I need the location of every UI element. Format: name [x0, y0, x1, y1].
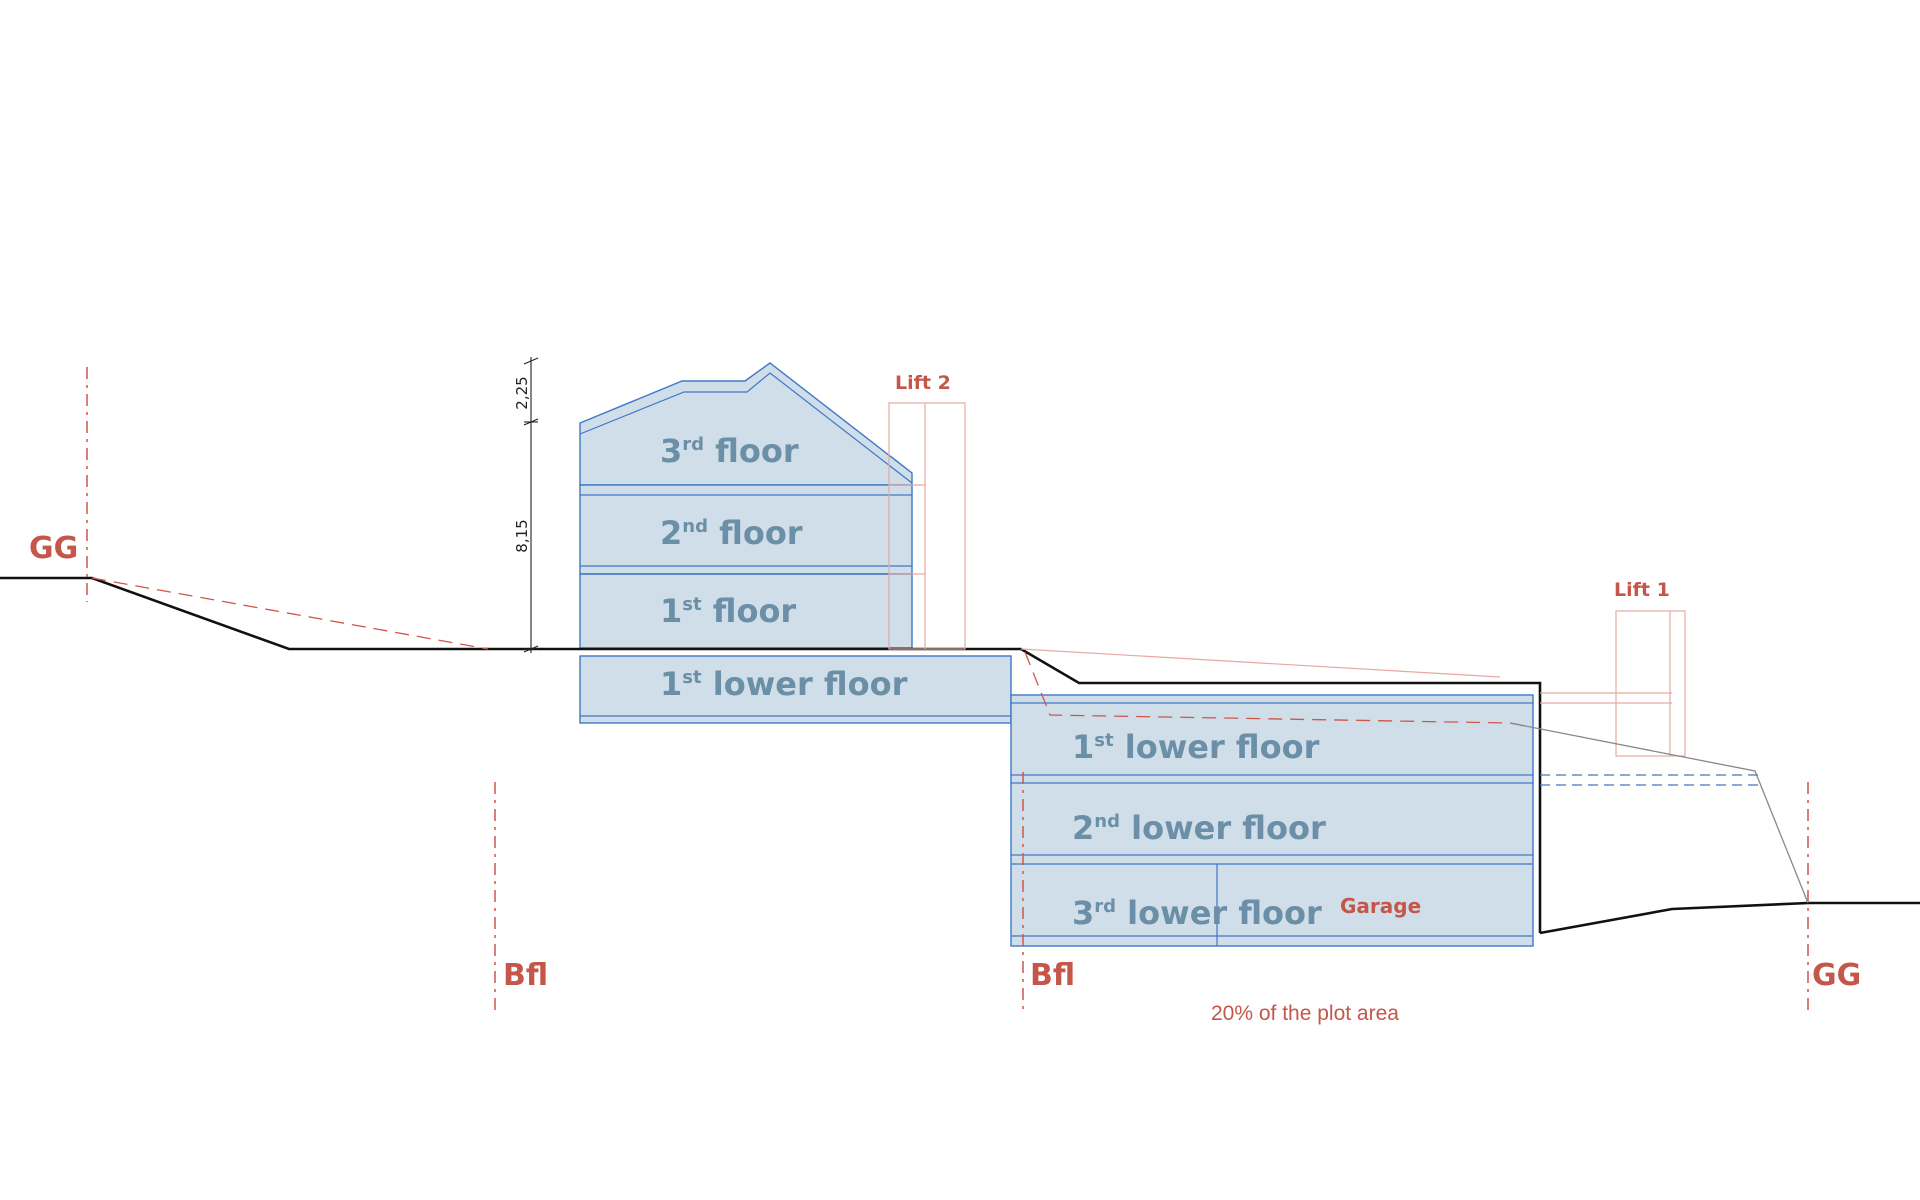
- first-floor-volume: [579, 573, 913, 649]
- second-floor-label: 2nd floor: [660, 514, 803, 552]
- lift-1-shaft: [1615, 610, 1686, 757]
- lift-2: [888, 402, 966, 650]
- lift-1: [1540, 610, 1686, 757]
- second-lower-floor-label: 2nd lower floor: [1072, 809, 1326, 847]
- underground-volume: [1010, 694, 1534, 947]
- gg-right-label: GG: [1812, 958, 1861, 993]
- height-dimension: 2,25 8,15: [513, 357, 539, 653]
- slope-line: [1509, 722, 1809, 904]
- upper-first-lower-floor-volume: [579, 655, 1012, 724]
- first-lower-floor-label: 1st lower floor: [1072, 728, 1320, 766]
- dimension-upper-label: 2,25: [513, 376, 531, 409]
- bfl-left-label: Bfl: [503, 958, 548, 993]
- lift-1-label: Lift 1: [1614, 579, 1670, 601]
- second-floor-volume: [579, 484, 913, 575]
- lift-2-label: Lift 2: [895, 372, 951, 394]
- upper-building: [579, 362, 1012, 724]
- third-lower-floor-label: 3rd lower floor: [1072, 894, 1322, 932]
- ground-line-right: [1539, 901, 1920, 935]
- first-floor-label: 1st floor: [660, 592, 796, 630]
- bfl-right-label: Bfl: [1030, 958, 1075, 993]
- lift-2-shaft: [888, 402, 966, 650]
- original-terrain-line: [91, 577, 489, 650]
- underground-building: [1010, 694, 1534, 947]
- garage-label: Garage: [1340, 894, 1421, 918]
- dimension-lower-label: 8,15: [513, 519, 531, 552]
- third-floor-label: 3rd floor: [660, 432, 799, 470]
- terrain-reference-line: [1020, 648, 1501, 678]
- upper-first-lower-floor-label: 1st lower floor: [660, 665, 908, 703]
- gg-left-label: GG: [29, 531, 78, 566]
- plot-area-note: 20% of the plot area: [1211, 1002, 1399, 1025]
- roof-inner-line: [579, 372, 913, 484]
- dimension-tick: [523, 357, 539, 365]
